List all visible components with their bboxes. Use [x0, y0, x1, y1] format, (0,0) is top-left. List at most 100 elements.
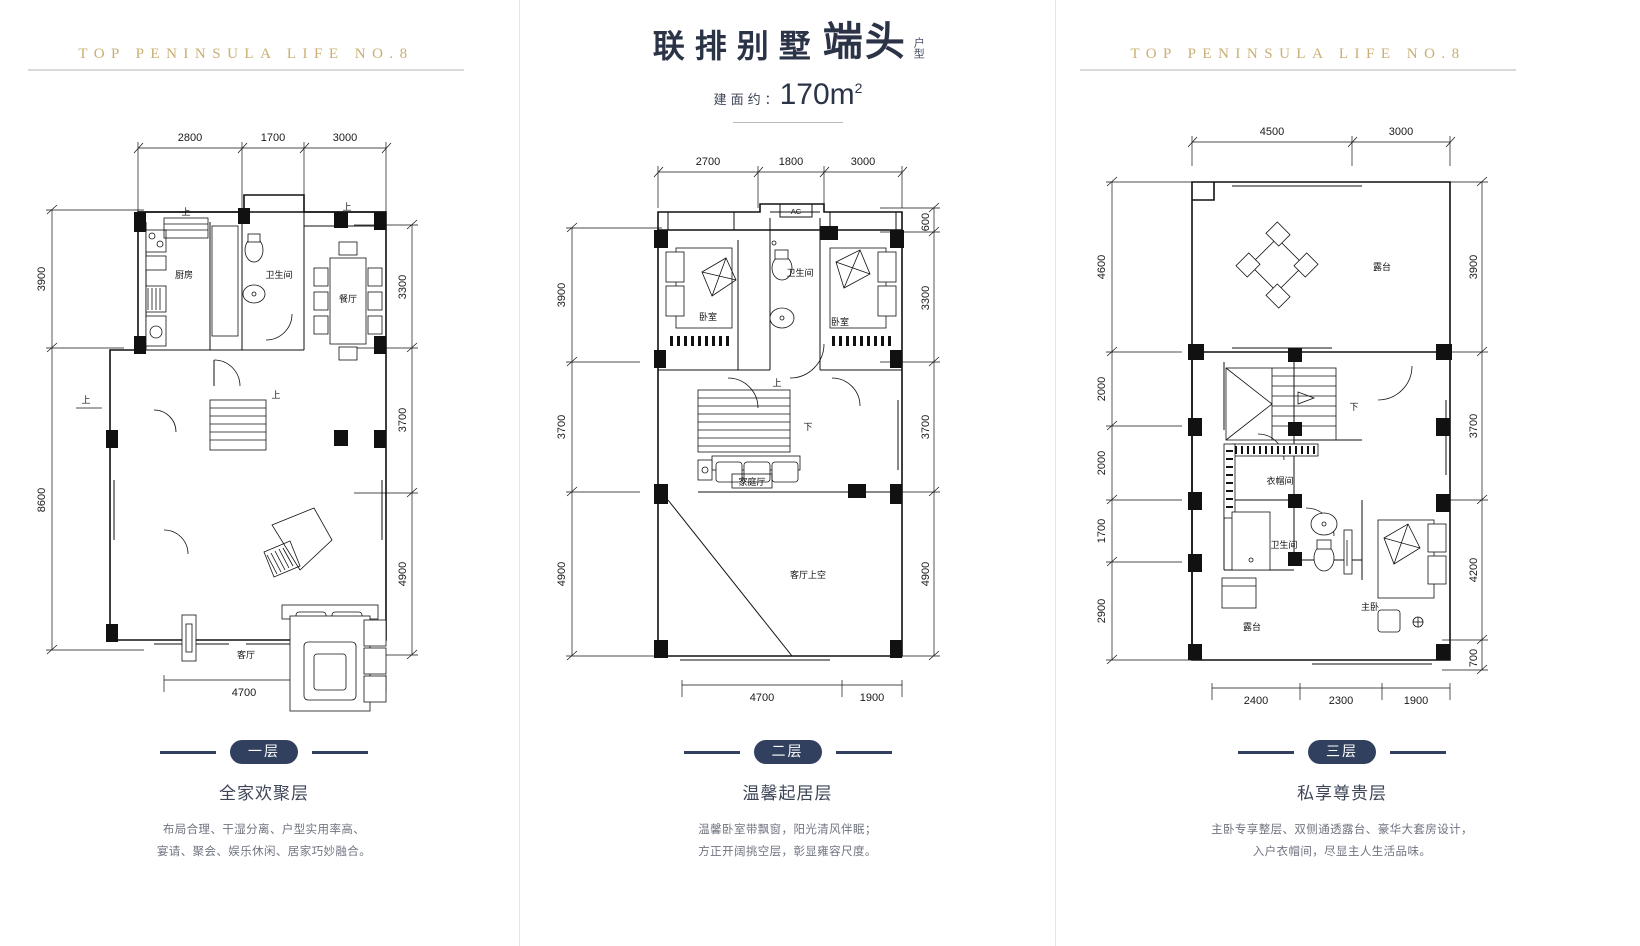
floor-3-dim-right-3: 700: [1468, 649, 1480, 667]
title-part-2: 端头: [822, 19, 907, 64]
page-title-block: 联排别墅 端头 户型 建面约 ： 170m2: [520, 22, 1056, 123]
floor-2-top-dimensions: 2700 1800 3000: [653, 156, 908, 208]
floor-2-dim-left-1: 3700: [556, 415, 568, 439]
floor-3-dim-left-2: 2000: [1096, 451, 1108, 475]
floor-3-bottom-dimensions: 2400 2300 1900: [1211, 683, 1451, 707]
brand-header-right-text: TOP PENINSULA LIFE NO.8: [1130, 46, 1466, 62]
floor-3-left-dimensions: 4600 2000 2000 1700 2900: [1096, 176, 1192, 665]
floor-3-dim-bottom-2: 1900: [1404, 695, 1428, 707]
floor-2-dim-right-1: 3300: [920, 286, 932, 310]
floor-2-room-label-bathroom: 卫生间: [786, 267, 813, 278]
floor-3-dim-left-1: 2000: [1096, 377, 1108, 401]
floor-1-left-dimensions: 3900 8600 上: [36, 204, 144, 655]
floor-2-drawing: 2700 1800 3000 3900 3700: [556, 156, 940, 704]
floor-3-dim-right-1: 3700: [1468, 414, 1480, 438]
floor-2-dim-bottom-0: 4700: [750, 692, 774, 704]
floor-1-annotation-up-3: 上: [271, 390, 280, 400]
floor-2-canvas: 2700 1800 3000 3900 3700: [530, 100, 1045, 720]
floor-2-room-label-bedroom-1: 卧室: [699, 311, 717, 322]
brand-header-right-rule: [1080, 69, 1516, 71]
floor-1-dim-right-2: 4900: [397, 562, 409, 586]
floor-2-dim-top-2: 3000: [851, 156, 875, 168]
floor-3-closet-furniture: [1223, 443, 1319, 519]
floor-2-bedroom-left-furniture: [665, 247, 737, 346]
floor-2-badge-line-left: [683, 750, 740, 754]
floor-1-dining-furniture: [313, 241, 383, 361]
floor-3-heading: 私享尊贵层: [1297, 784, 1387, 804]
floor-2-dim-right-0: 600: [920, 213, 932, 231]
floor-1-bathroom-fixtures: [211, 225, 266, 337]
floor-3-description: 主卧专享整层、双侧通透露台、豪华大套房设计， 入户衣帽间，尽显主人生活品味。: [1062, 820, 1622, 863]
floor-2-left-dimensions: 3900 3700 4900: [556, 222, 662, 661]
floor-1-footer: 一层 全家欢聚层 布局合理、干湿分离、户型实用率高、 宴请、聚会、娱乐休闲、居家…: [14, 740, 514, 863]
floor-1-drawing: 2800 1700 3000 3900 8600 上: [36, 132, 418, 712]
floor-2-dim-left-0: 3900: [556, 283, 568, 307]
floor-3-dim-left-0: 4600: [1096, 255, 1108, 279]
floor-1-plan-column: 2800 1700 3000 3900 8600 上: [14, 100, 514, 720]
floor-2-description-line-2: 方正开阔挑空层，彰显雍容尺度。: [698, 845, 877, 858]
floor-3-dim-top-1: 3000: [1389, 126, 1413, 138]
floor-1-dim-bottom-0: 4700: [232, 687, 256, 699]
floor-1-dim-right-0: 3300: [397, 275, 409, 299]
floor-2-room-labels: 卧室 卫生间 卧室 家庭厅 客厅上空: [699, 267, 849, 580]
floor-2-room-label-bedroom-2: 卧室: [831, 316, 849, 327]
brand-header-left-rule: [28, 69, 464, 71]
floor-2-annotation-up: 上: [772, 378, 781, 388]
title-part-1: 联排别墅: [652, 28, 821, 64]
floor-2-description: 温馨卧室带飘窗，阳光清风伴眠； 方正开阔挑空层，彰显雍容尺度。: [530, 820, 1045, 863]
floor-3-description-line-2: 入户衣帽间，尽显主人生活品味。: [1252, 845, 1432, 858]
floor-2-dim-bottom-1: 1900: [860, 692, 884, 704]
floor-2-badge[interactable]: 二层: [753, 740, 822, 765]
floor-1-heading: 全家欢聚层: [219, 784, 309, 804]
floor-2-dim-right-3: 4900: [920, 562, 932, 586]
floor-1-description: 布局合理、干湿分离、户型实用率高、 宴请、聚会、娱乐休闲、居家巧妙融合。: [14, 820, 514, 863]
floor-1-annotation-up-1: 上: [181, 207, 190, 217]
floor-2-footer: 二层 温馨起居层 温馨卧室带飘窗，阳光清风伴眠； 方正开阔挑空层，彰显雍容尺度。: [530, 740, 1045, 863]
title-subtype-vertical: 户型: [912, 37, 925, 59]
floor-2-description-line-1: 温馨卧室带飘窗，阳光清风伴眠；: [698, 824, 877, 837]
floor-2-walls: AC: [654, 203, 904, 661]
floor-2-dim-right-2: 3700: [920, 415, 932, 439]
floor-1-piano: [263, 507, 333, 578]
floor-3-room-labels: 露台 衣帽间 卫生间 主卧 露台: [1243, 261, 1391, 632]
floor-3-room-label-bathroom: 卫生间: [1270, 539, 1297, 550]
floor-1-canvas: 2800 1700 3000 3900 8600 上: [14, 100, 514, 720]
column-divider-2: [1055, 0, 1056, 946]
floor-3-annotation-down: 下: [1349, 402, 1358, 412]
floor-2-dim-top-1: 1800: [779, 156, 803, 168]
floor-3-room-label-master: 主卧: [1361, 601, 1379, 612]
floor-2-bottom-dimensions: 4700 1900: [681, 680, 903, 704]
floor-3-dim-right-0: 3900: [1468, 255, 1480, 279]
floor-1-dim-left-1: 8600: [36, 488, 48, 512]
floor-1-badge-line-right: [312, 750, 368, 754]
floor-2-dim-left-2: 4900: [556, 562, 568, 586]
floor-2-heading: 温馨起居层: [742, 784, 833, 804]
floor-1-description-line-2: 宴请、聚会、娱乐休闲、居家巧妙融合。: [156, 845, 372, 858]
floor-3-badge[interactable]: 三层: [1308, 740, 1376, 765]
floor-1-dim-top-1: 1700: [261, 132, 285, 144]
floor-2-room-label-family: 家庭厅: [738, 476, 765, 487]
floor-1-room-labels: 厨房 卫生间 餐厅 客厅: [175, 269, 357, 660]
floor-2-dim-top-0: 2700: [696, 156, 720, 168]
floor-1-annotation-up-2: 上: [342, 202, 351, 212]
floor-3-bathroom-fixtures: [1231, 511, 1353, 575]
floor-3-master-bedroom-furniture: [1377, 519, 1447, 633]
floor-3-dim-left-3: 1700: [1096, 519, 1108, 543]
floor-1-badge[interactable]: 一层: [230, 740, 298, 765]
floor-3-drawing: 4500 3000: [1096, 126, 1488, 707]
floor-1-room-label-living: 客厅: [237, 649, 255, 660]
floor-2-living-void: [667, 499, 793, 657]
floor-1-dim-top-0: 2800: [178, 132, 202, 144]
floor-1-kitchen-fixtures: [145, 229, 167, 347]
floor-1-dim-left-0: 3900: [36, 267, 48, 291]
floor-2-bathroom-fixtures: [769, 240, 795, 329]
floor-3-description-line-1: 主卧专享整层、双侧通透露台、豪华大套房设计，: [1211, 824, 1473, 837]
floor-1-room-label-kitchen: 厨房: [175, 269, 193, 280]
floor-1-room-label-dining: 餐厅: [339, 293, 357, 304]
brand-header-left: TOP PENINSULA LIFE NO.8: [28, 46, 464, 71]
floor-3-badge-line-left: [1238, 750, 1294, 754]
main-title-row: 联排别墅 端头 户型: [520, 19, 1056, 64]
floor-3-dim-right-2: 4200: [1468, 558, 1480, 582]
title-underline: [733, 122, 843, 123]
